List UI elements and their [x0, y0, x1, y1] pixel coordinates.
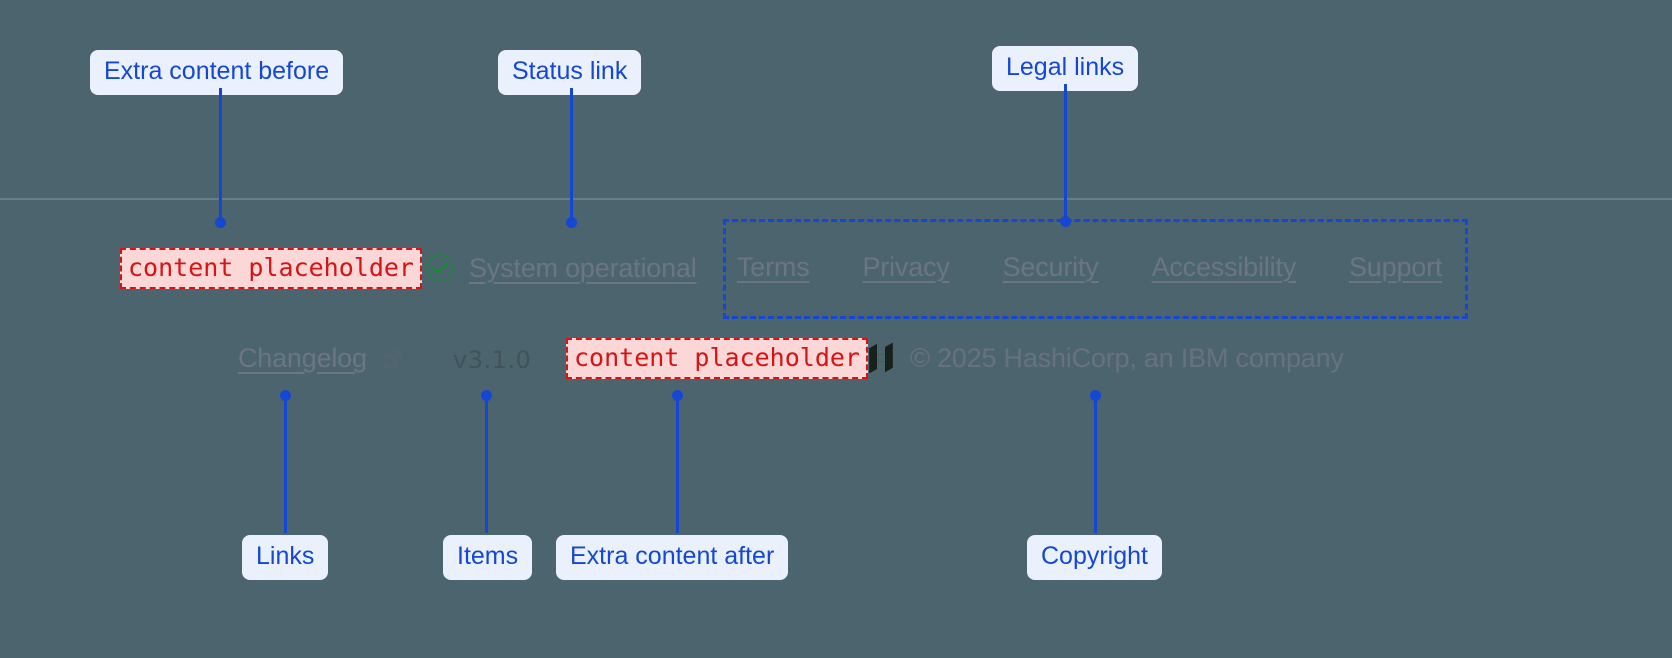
annotation-label-items: Items — [443, 535, 533, 580]
annotation-dot-legal-links — [1060, 216, 1071, 227]
annotation-dot-items — [481, 390, 492, 401]
extra-content-before-placeholder: content placeholder — [120, 248, 422, 289]
changelog-link[interactable]: Changelog — [238, 343, 405, 374]
status-link-label: System operational — [469, 252, 697, 283]
annotation-dot-links — [280, 390, 291, 401]
annotation-leader-extra-content-after — [676, 396, 679, 533]
annotation-label-legal-links: Legal links — [992, 46, 1139, 91]
legal-link-security[interactable]: Security — [1002, 252, 1099, 282]
annotation-dot-copyright — [1090, 390, 1101, 401]
annotation-leader-extra-content-before — [219, 88, 222, 221]
annotation-leader-status-link — [570, 88, 573, 221]
annotation-label-extra-content-before: Extra content before — [90, 50, 344, 95]
annotation-leader-legal-links — [1064, 84, 1067, 221]
legal-link-terms[interactable]: Terms — [737, 252, 810, 282]
legal-link-accessibility[interactable]: Accessibility — [1151, 252, 1297, 282]
hashicorp-logo — [866, 342, 896, 374]
legal-link-privacy[interactable]: Privacy — [862, 252, 950, 282]
changelog-label: Changelog — [238, 343, 367, 373]
external-link-icon — [379, 346, 405, 372]
annotation-label-extra-content-after: Extra content after — [556, 535, 789, 580]
annotation-leader-copyright — [1094, 396, 1097, 533]
copyright-text: © 2025 HashiCorp, an IBM company — [910, 342, 1344, 373]
version-label: v3.1.0 — [453, 346, 532, 374]
annotation-leader-items — [485, 396, 488, 533]
status-link[interactable]: System operational — [424, 252, 697, 284]
check-circle-icon — [424, 252, 456, 284]
annotation-dot-extra-content-after — [672, 390, 683, 401]
annotation-dot-status-link — [566, 217, 577, 228]
footer-component — [0, 198, 1672, 438]
annotation-dot-extra-content-before — [215, 217, 226, 228]
legal-links-group: Terms Privacy Security Accessibility Sup… — [737, 252, 1442, 283]
annotation-label-links: Links — [242, 535, 329, 580]
copyright-block: © 2025 HashiCorp, an IBM company — [866, 342, 1344, 374]
extra-content-after-placeholder: content placeholder — [566, 338, 868, 379]
legal-link-support[interactable]: Support — [1349, 252, 1443, 282]
annotation-label-status-link: Status link — [498, 50, 642, 95]
annotation-label-copyright: Copyright — [1027, 535, 1162, 580]
annotation-leader-links — [284, 396, 287, 533]
